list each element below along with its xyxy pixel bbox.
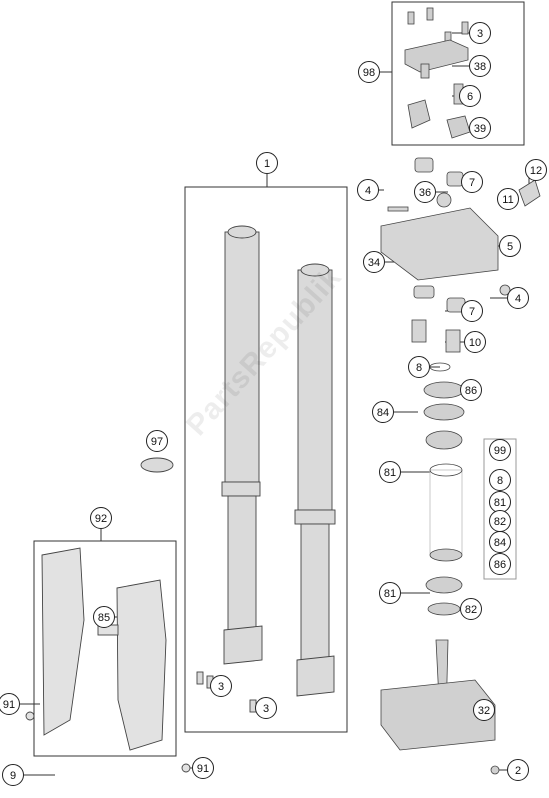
callout-c3a[interactable]: 3 xyxy=(469,22,491,44)
callout-c38[interactable]: 38 xyxy=(469,55,491,77)
callout-c36[interactable]: 36 xyxy=(414,181,436,203)
callout-c91b[interactable]: 91 xyxy=(192,757,214,779)
frame-kit-98 xyxy=(391,1,525,146)
callout-c3c[interactable]: 3 xyxy=(255,697,277,719)
callout-c34[interactable]: 34 xyxy=(363,251,385,273)
callout-c6[interactable]: 6 xyxy=(459,85,481,107)
callout-c2[interactable]: 2 xyxy=(507,759,529,781)
callout-c9[interactable]: 9 xyxy=(2,764,24,786)
callout-c1[interactable]: 1 xyxy=(256,152,278,174)
callout-c7b[interactable]: 7 xyxy=(461,300,483,322)
callout-c91a[interactable]: 91 xyxy=(0,693,20,715)
callout-c82a[interactable]: 82 xyxy=(489,510,511,532)
callout-c98[interactable]: 98 xyxy=(358,61,380,83)
callout-c86b[interactable]: 86 xyxy=(489,553,511,575)
callout-c11[interactable]: 11 xyxy=(497,188,519,210)
callout-c85[interactable]: 85 xyxy=(93,606,115,628)
callout-c3b[interactable]: 3 xyxy=(210,675,232,697)
callout-c4b[interactable]: 4 xyxy=(507,287,529,309)
callout-c81c[interactable]: 81 xyxy=(379,582,401,604)
callout-c10[interactable]: 10 xyxy=(464,331,486,353)
callout-c4a[interactable]: 4 xyxy=(357,179,379,201)
callout-c5[interactable]: 5 xyxy=(499,235,521,257)
callout-c97[interactable]: 97 xyxy=(146,430,168,452)
callout-c12[interactable]: 12 xyxy=(525,159,547,181)
callout-c39[interactable]: 39 xyxy=(469,117,491,139)
frame-fork-legs xyxy=(184,186,348,733)
callout-c32[interactable]: 32 xyxy=(473,699,495,721)
callout-c99[interactable]: 99 xyxy=(489,439,511,461)
callout-c92[interactable]: 92 xyxy=(90,507,112,529)
callout-c7a[interactable]: 7 xyxy=(461,171,483,193)
callout-c81a[interactable]: 81 xyxy=(379,461,401,483)
frame-fork-guards xyxy=(33,540,177,757)
callout-c84[interactable]: 84 xyxy=(372,401,394,423)
callout-c8a[interactable]: 8 xyxy=(408,356,430,378)
callout-c84b[interactable]: 84 xyxy=(489,531,511,553)
callout-c82b[interactable]: 82 xyxy=(460,598,482,620)
callout-c86a[interactable]: 86 xyxy=(460,379,482,401)
callout-c8b[interactable]: 8 xyxy=(489,469,511,491)
